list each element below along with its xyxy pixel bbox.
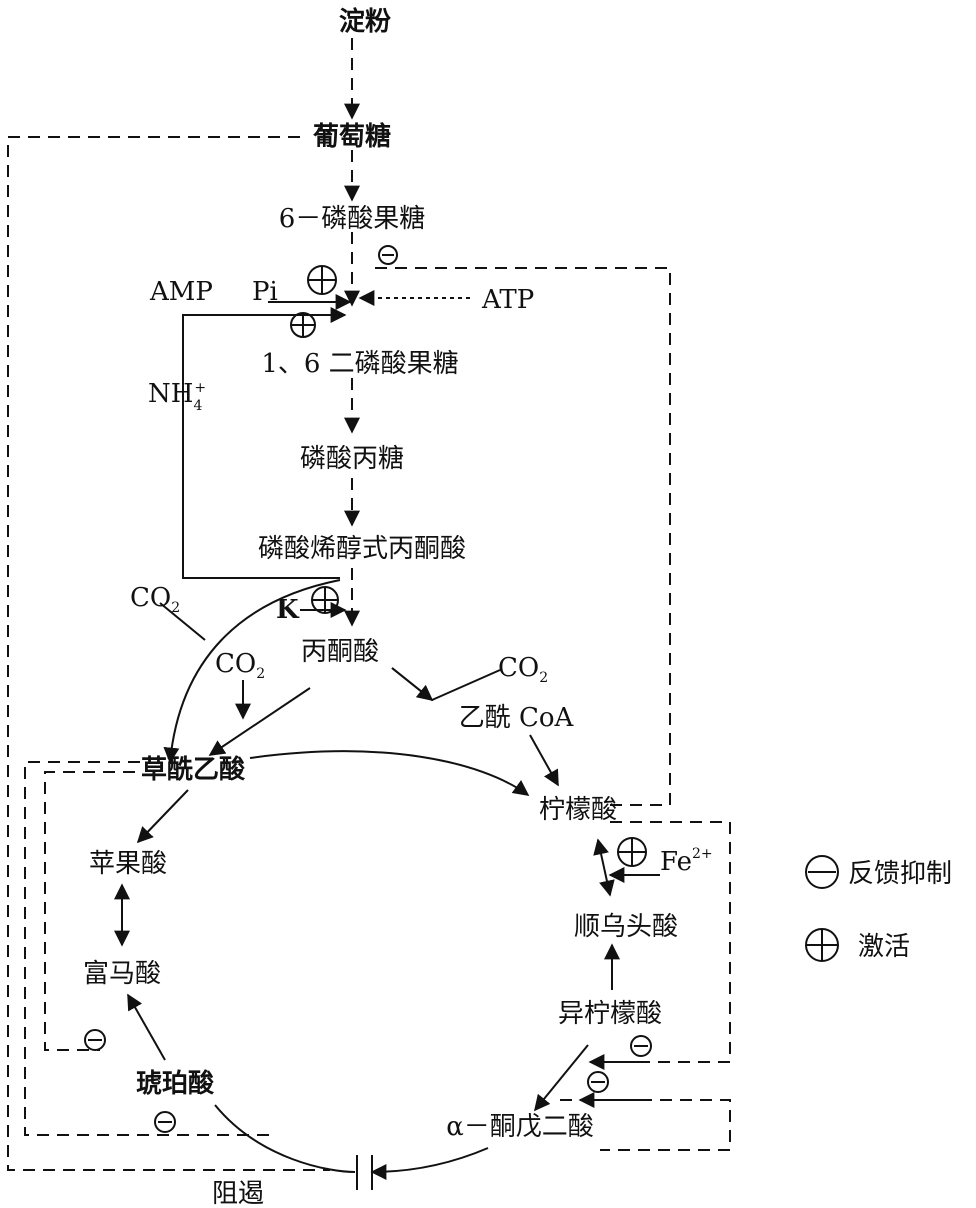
fe-activation-box — [600, 821, 731, 1063]
fe-label: Fe2+ — [660, 846, 713, 877]
starch-label: 淀粉 — [339, 6, 391, 37]
k-label: K — [276, 595, 300, 625]
pyruvate-branches — [159, 579, 660, 1108]
legend: 反馈抑制 激活 — [805, 855, 952, 962]
succinate-label: 琥珀酸 — [136, 1069, 215, 1099]
activation-symbol-f6p — [307, 265, 337, 295]
legend-inhibit-icon — [805, 855, 839, 889]
tca-cycle — [114, 750, 620, 1190]
f6p-label: 6－磷酸果糖 — [279, 204, 426, 234]
co2-label-pyruvate: CO2 — [215, 649, 265, 682]
legend-activate-label: 激活 — [858, 932, 910, 962]
inhibit-symbol-malate — [84, 1029, 106, 1051]
citrate-label: 柠檬酸 — [539, 795, 617, 825]
isocitrate-label: 异柠檬酸 — [558, 999, 662, 1029]
fumarate-label: 富马酸 — [83, 959, 161, 989]
malate-label: 苹果酸 — [89, 849, 167, 879]
oxaloacetate-feedback-loop — [24, 761, 270, 1136]
akg-feedback-box — [560, 1099, 731, 1151]
activation-symbol-k — [311, 586, 339, 614]
block-label: 阻遏 — [212, 1179, 264, 1208]
inhibit-symbol-akg — [587, 1071, 609, 1093]
inhibit-symbol-atp — [378, 245, 398, 265]
co2-label-acetyl: CO2 — [498, 653, 548, 686]
legend-activate-icon — [805, 928, 839, 962]
pep-label: 磷酸烯醇式丙酮酸 — [258, 534, 466, 564]
atp-label: ATP — [481, 285, 534, 315]
citrate-inhibition-loop — [375, 267, 671, 806]
legend-inhibit-label: 反馈抑制 — [848, 859, 952, 889]
akg-label: α－酮戊二酸 — [446, 1112, 594, 1142]
glucose-label: 葡萄糖 — [313, 121, 391, 152]
f16bp-label: 1、6 二磷酸果糖 — [261, 349, 458, 379]
inhibit-symbol-succinate — [154, 1111, 176, 1133]
activation-symbol-fe — [617, 837, 647, 867]
activation-symbol-nh4 — [290, 312, 316, 338]
malate-feedback-loop — [44, 771, 135, 1051]
pyruvate-label: 丙酮酸 — [301, 637, 379, 667]
cis-aconitate-label: 顺乌头酸 — [574, 912, 678, 942]
acetyl-coa-label: 乙酰 CoA — [459, 703, 575, 733]
pi-label: Pi — [252, 277, 278, 307]
co2-label-pep: CO2 — [130, 583, 180, 616]
triose-label: 磷酸丙糖 — [300, 444, 404, 474]
oxaloacetate-label: 草酰乙酸 — [141, 755, 246, 785]
nh4-label: NH4+ — [148, 379, 206, 414]
glucose-feedback-loop — [7, 136, 330, 1171]
inhibit-symbol-isocitrate — [630, 1035, 652, 1057]
amp-label: AMP — [149, 277, 213, 307]
